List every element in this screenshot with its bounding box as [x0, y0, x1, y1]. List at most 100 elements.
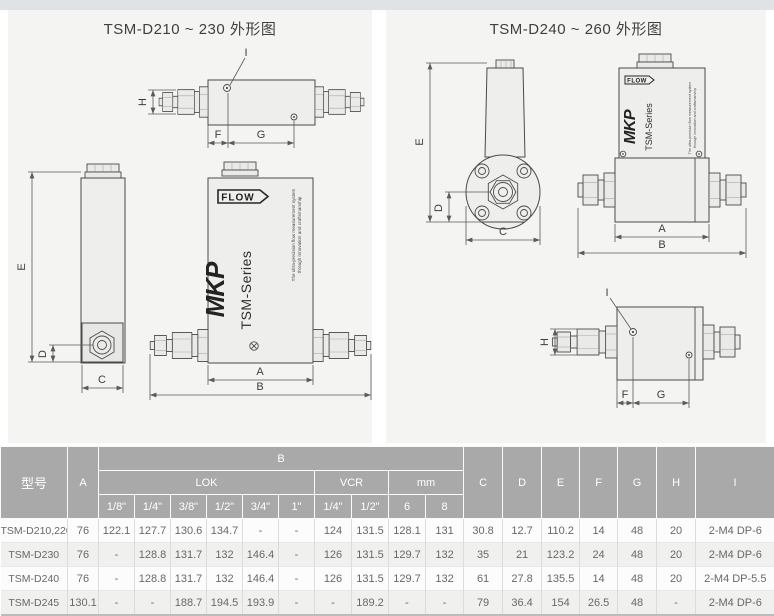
cell: 12.7: [502, 518, 542, 543]
col-header-a: A: [67, 446, 99, 519]
dim-label-h: H: [539, 338, 551, 346]
cell: 2-M4 DP-6: [695, 542, 774, 567]
cell: 131.7: [170, 566, 207, 591]
col-header-lok-size: 3/8": [170, 494, 207, 519]
col-header-mm: mm: [387, 470, 465, 495]
dim-label-h: H: [137, 98, 149, 106]
cell: 26.5: [579, 590, 618, 615]
dim-label-e: E: [414, 138, 426, 145]
dim-label-d: D: [37, 350, 49, 358]
cell: 14: [579, 518, 618, 543]
tagline-line1: The ultra-precision flow measurement sys…: [688, 82, 692, 155]
tagline-line1: The ultra-precision flow measurement sys…: [291, 188, 296, 281]
cell: 130.6: [170, 518, 207, 543]
panel-title: TSM-D240 ~ 260 外形图: [489, 21, 663, 38]
dim-label-a: A: [658, 223, 666, 235]
col-header-lok-size: 1": [278, 494, 315, 519]
cell-model: TSM-D210,220: [0, 518, 68, 543]
cell: 48: [617, 518, 657, 543]
mkp-logo: MKP: [622, 109, 639, 144]
col-header-lok-size: 1/8": [98, 494, 135, 519]
cell: 129.7: [388, 542, 426, 567]
outline-drawing-tsm-d240-260: E D C FLOW MKP TSM-Series The ultra-prec…: [414, 53, 747, 408]
table-row: TSM-D245 130.1 - - 188.7 194.5 193.9 - -…: [0, 590, 774, 615]
dim-label-f: F: [215, 129, 222, 141]
outline-drawing-tsm-d210-230: I H F G E D: [16, 47, 372, 400]
cell: 61: [463, 566, 503, 591]
cell: 132: [424, 542, 464, 567]
cell: 20: [656, 518, 696, 543]
cell: 134.7: [206, 518, 243, 543]
cell: 128.8: [134, 566, 171, 591]
cell: 76: [67, 542, 99, 567]
cell: 110.2: [541, 518, 580, 543]
cell: 188.7: [170, 590, 207, 615]
col-header-f: F: [579, 446, 619, 519]
series-label: TSM-Series: [238, 251, 254, 330]
cell: 48: [617, 542, 657, 567]
cell: -: [278, 590, 315, 615]
cell: 130.1: [67, 590, 99, 615]
bottom-view: I H F G: [539, 287, 741, 408]
cell: 127.7: [134, 518, 171, 543]
cell: 126: [314, 566, 352, 591]
cell: 14: [579, 566, 618, 591]
col-header-lok-size: 1/2": [206, 494, 243, 519]
cell-model: TSM-D240: [0, 566, 68, 591]
col-header-e: E: [541, 446, 581, 519]
cell: -: [98, 542, 135, 567]
dim-label-i: I: [244, 47, 247, 59]
col-header-mm-size: 8: [424, 494, 465, 519]
cell: 131.5: [351, 542, 389, 567]
flow-label: FLOW: [221, 193, 254, 204]
panel-title: TSM-D210 ~ 230 外形图: [103, 21, 277, 38]
cell: 193.9: [242, 590, 279, 615]
cell: -: [98, 566, 135, 591]
cell: 146.4: [242, 566, 279, 591]
cell: -: [278, 566, 315, 591]
cell: 2-M4 DP-5.5: [695, 566, 774, 591]
cell: 122.1: [98, 518, 135, 543]
cell: 76: [67, 566, 99, 591]
cell: 131.5: [351, 518, 389, 543]
col-header-vcr-size: 1/4": [314, 494, 352, 519]
cell: 35: [463, 542, 503, 567]
dim-label-f: F: [622, 389, 629, 401]
cell: -: [98, 590, 135, 615]
col-header-lok: LOK: [98, 470, 315, 495]
cell: 194.5: [206, 590, 243, 615]
dim-label-a: A: [256, 366, 264, 378]
col-header-lok-size: 1/4": [134, 494, 171, 519]
table-row: TSM-D230 76 - 128.8 131.7 132 146.4 - 12…: [0, 542, 774, 567]
col-header-h: H: [656, 446, 697, 519]
cell: 132: [206, 542, 243, 567]
tagline-line2: through innovation and craftsmanship: [693, 88, 697, 148]
cell: 36.4: [502, 590, 542, 615]
cell: -: [134, 590, 171, 615]
series-label: TSM-Series: [644, 103, 654, 151]
cell: 27.8: [502, 566, 542, 591]
dim-label-i: I: [605, 287, 608, 299]
dimension-spec-table: 型号 A B C D E F G H I LOK VCR mm 1/8" 1/4…: [0, 446, 774, 616]
flow-label: FLOW: [627, 79, 647, 85]
page-top-strip: [0, 0, 774, 10]
col-header-b-group: B: [97, 446, 465, 471]
col-header-vcr: VCR: [314, 470, 389, 495]
cell: -: [656, 590, 696, 615]
cell: -: [388, 590, 426, 615]
cell: 189.2: [351, 590, 389, 615]
cell: 79: [463, 590, 503, 615]
cell: 146.4: [242, 542, 279, 567]
col-header-vcr-size: 1/2": [351, 494, 389, 519]
cell: -: [242, 518, 279, 543]
dim-label-c: C: [98, 374, 106, 386]
side-view: E D C: [414, 59, 541, 245]
cell: 124: [314, 518, 352, 543]
col-header-i: I: [695, 446, 774, 519]
col-header-d: D: [502, 446, 543, 519]
dim-label-d: D: [433, 204, 445, 212]
cell: 76: [67, 518, 99, 543]
cell: 21: [502, 542, 542, 567]
cell: 30.8: [463, 518, 503, 543]
cell: 2-M4 DP-6: [695, 590, 774, 615]
